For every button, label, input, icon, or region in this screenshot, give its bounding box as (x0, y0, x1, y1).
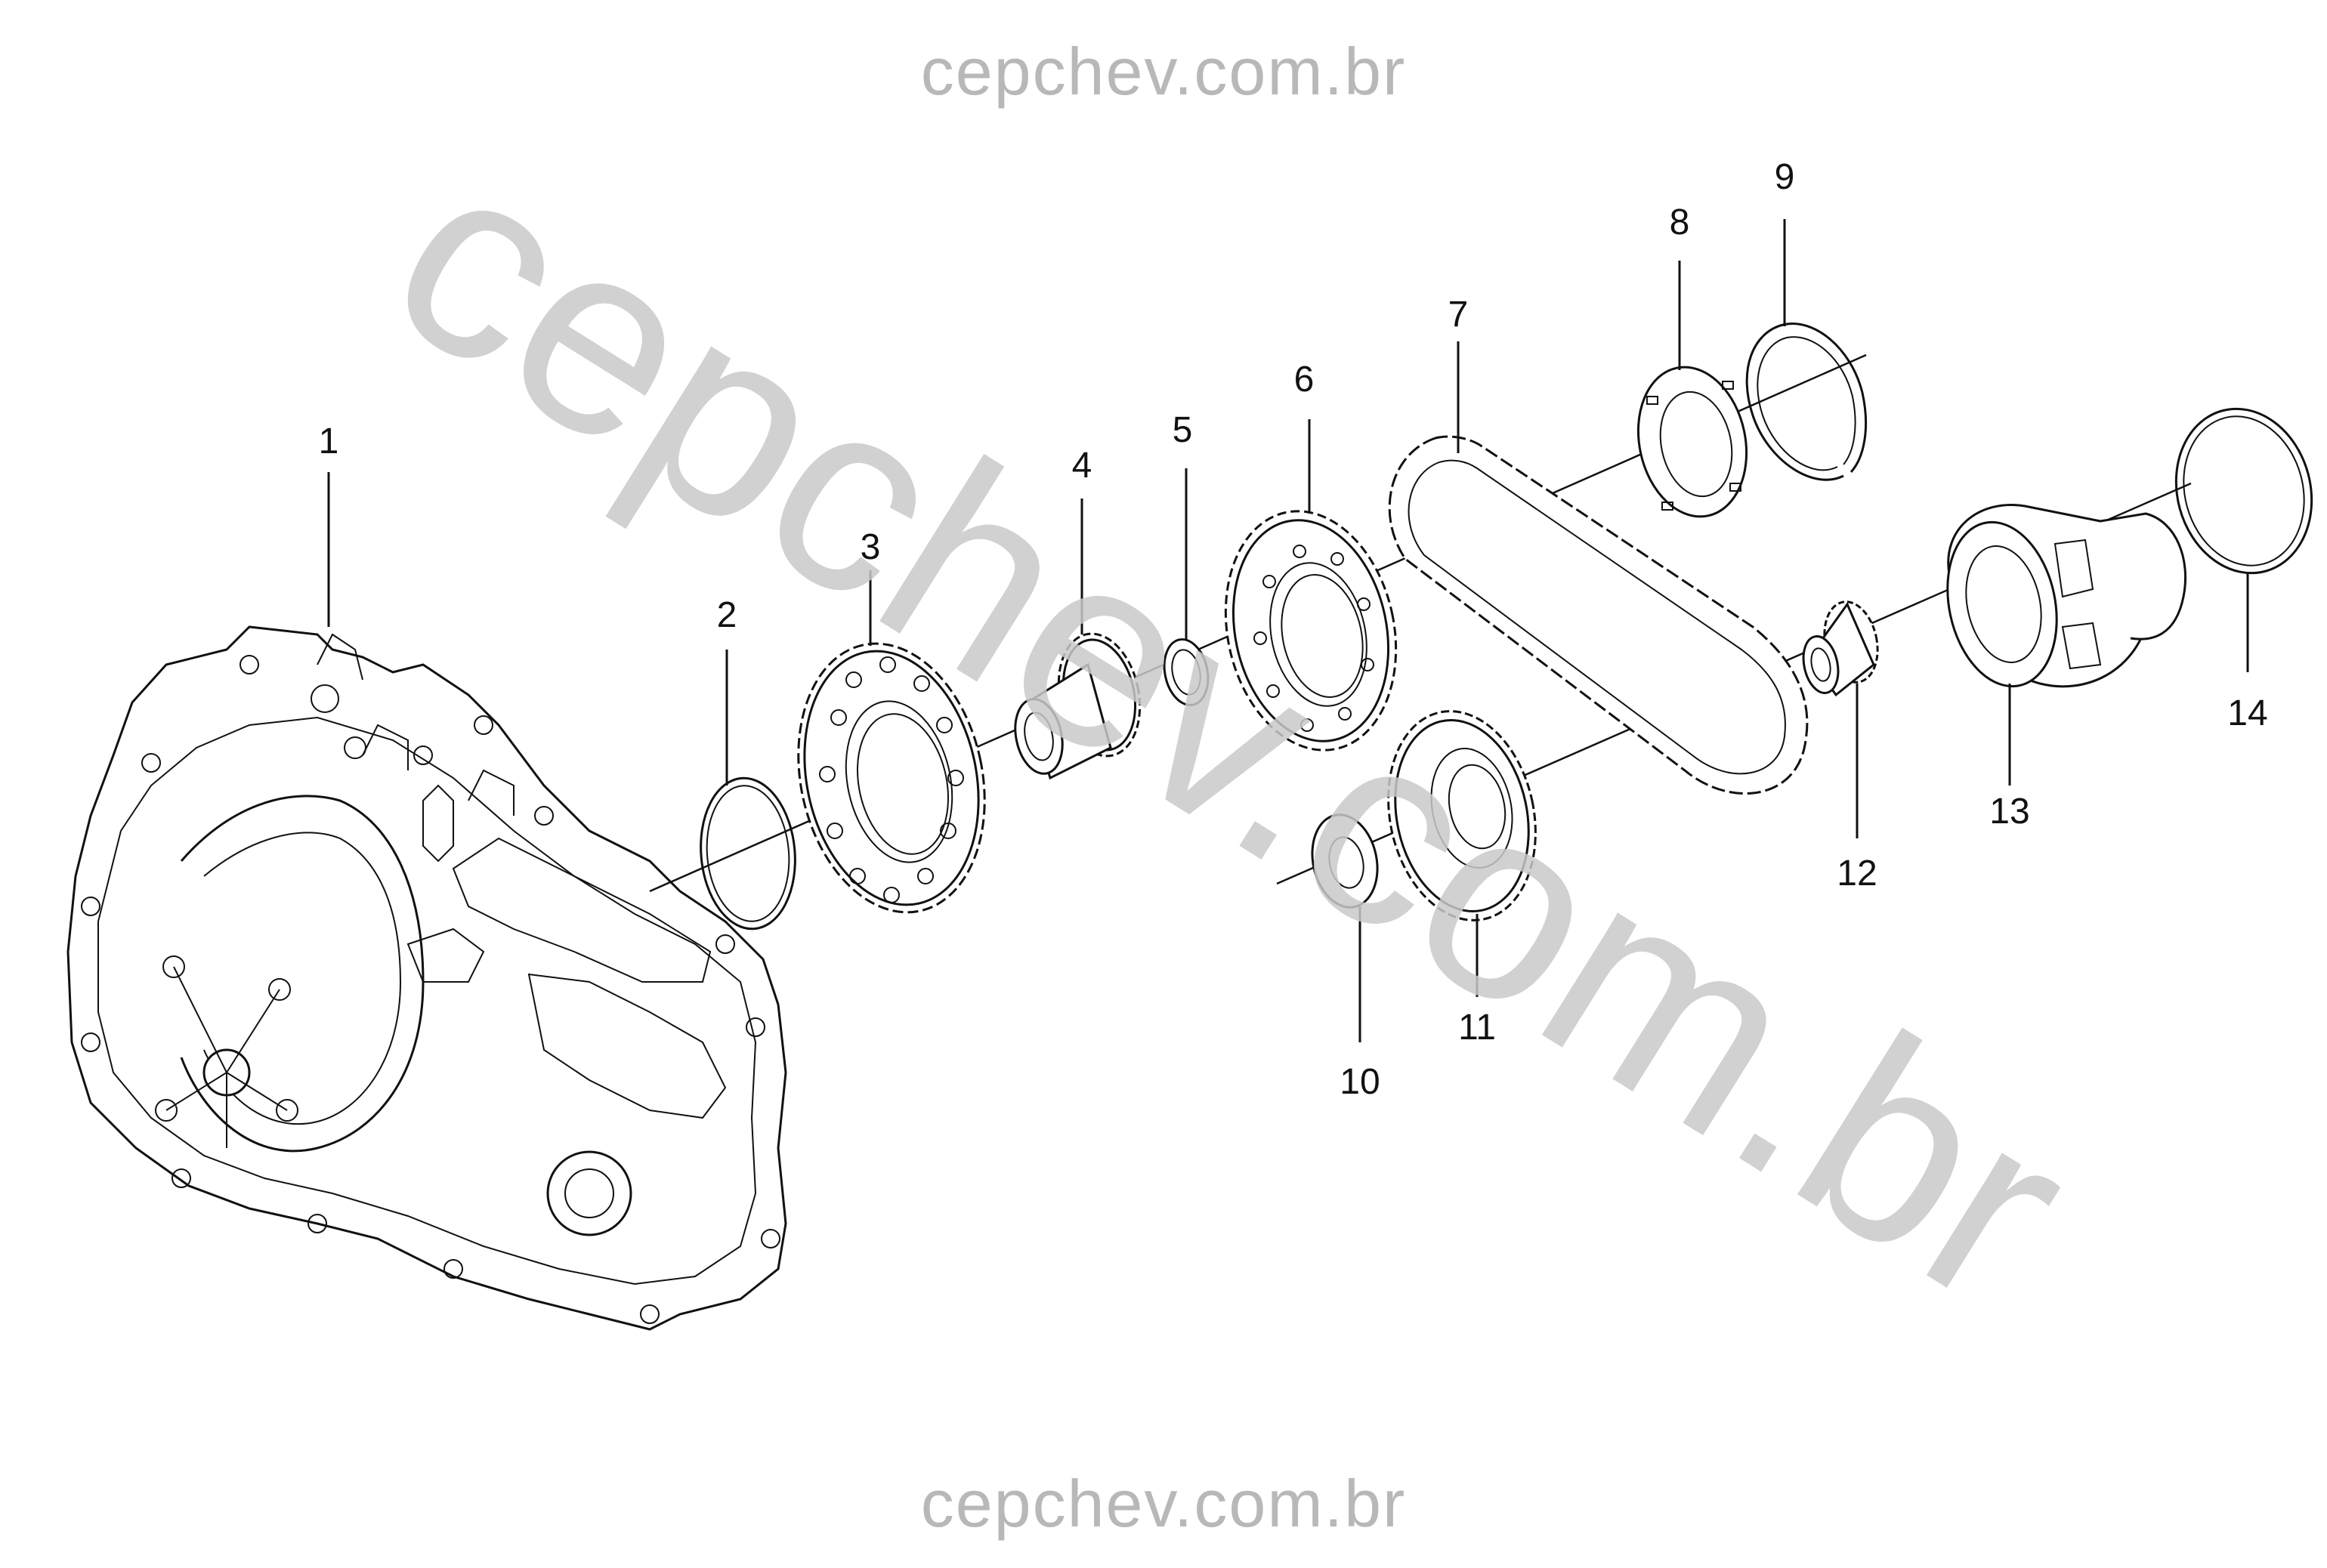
callout-4: 4 (1072, 446, 1092, 486)
transmission-case (66, 625, 787, 1331)
callout-9: 9 (1775, 157, 1795, 197)
callout-12: 12 (1837, 853, 1877, 894)
callout-13: 13 (1989, 792, 2029, 832)
callout-1: 1 (319, 421, 339, 461)
callout-10: 10 (1340, 1062, 1380, 1102)
callout-labels: 1 2 3 4 5 6 7 8 9 10 11 12 13 14 (319, 157, 2268, 1102)
callout-6: 6 (1294, 360, 1315, 400)
side-gear-part-12 (1802, 600, 1879, 697)
differential-case-part-13 (1946, 504, 2187, 688)
snap-ring-part-2 (700, 776, 796, 931)
retainer-plate-part-8 (1636, 366, 1748, 518)
watermark-top: cepchev.com.br (920, 34, 1407, 109)
seal-ring-part-14 (2174, 407, 2313, 575)
thrust-washer-part-5 (1163, 638, 1210, 706)
watermark-bottom: cepchev.com.br (920, 1466, 1407, 1541)
callout-14: 14 (2227, 693, 2267, 733)
callout-2: 2 (717, 595, 737, 635)
drive-chain-part-7 (1388, 435, 1809, 795)
split-ring-part-9 (1745, 323, 1868, 481)
sprocket-gear-part-6 (1224, 510, 1398, 752)
leader-lines (327, 219, 2249, 1042)
idler-gear-part-11 (1387, 710, 1537, 921)
ring-gear-part-3 (797, 642, 986, 914)
callout-7: 7 (1448, 295, 1469, 335)
drive-gear-part-4 (1014, 632, 1142, 780)
callout-8: 8 (1670, 202, 1690, 242)
callout-5: 5 (1173, 410, 1193, 450)
thrust-washer-part-10 (1311, 813, 1379, 909)
callout-11: 11 (1458, 1008, 1496, 1048)
callout-3: 3 (861, 527, 881, 567)
